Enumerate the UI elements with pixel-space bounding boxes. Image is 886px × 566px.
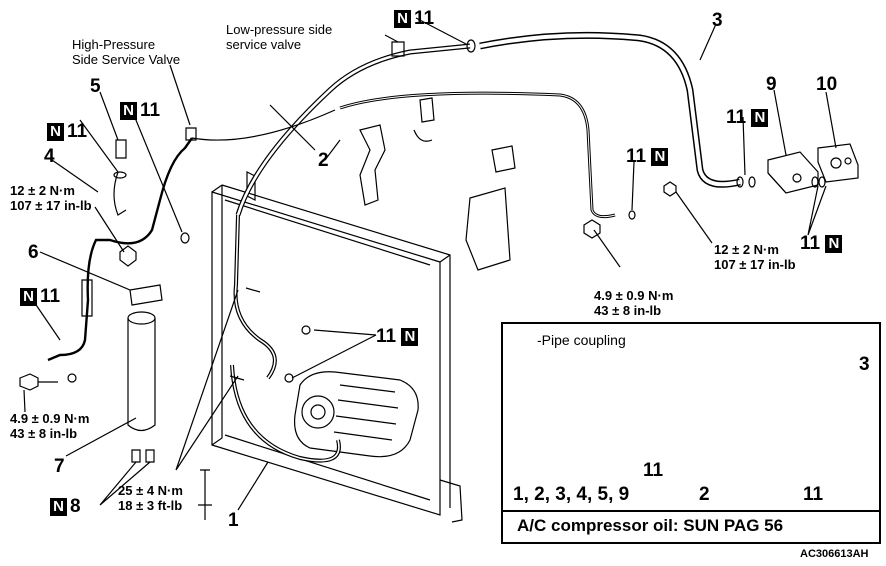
part-8-number: 8 xyxy=(70,496,81,517)
part-6-label: 6 xyxy=(28,242,39,263)
inset-part-11-a: 11 xyxy=(643,460,664,481)
part-2-label: 2 xyxy=(318,150,329,171)
inset-parts-list: 1, 2, 3, 4, 5, 9 xyxy=(513,484,630,505)
torque-spec-right: 12 ± 2 N·m 107 ± 17 in-lb xyxy=(714,242,796,273)
n11-number: 11 xyxy=(376,326,397,347)
n11-number: 11 xyxy=(414,8,435,29)
torque-spec-nm: 12 ± 2 N·m xyxy=(10,183,75,198)
torque-spec-nm: 12 ± 2 N·m xyxy=(714,242,779,257)
receiver-drier xyxy=(127,311,156,463)
part-7-label: 7 xyxy=(54,456,65,477)
n-marker: N xyxy=(47,122,64,141)
torque-spec-liquid-bolt: 4.9 ± 0.9 N·m 43 ± 8 in-lb xyxy=(594,288,674,319)
n-marker: N xyxy=(651,147,669,166)
torque-spec-ftlb: 18 ± 3 ft-lb xyxy=(118,497,183,513)
torque-spec-nm: 25 ± 4 N·m xyxy=(118,483,183,498)
torque-spec-inlb: 107 ± 17 in-lb xyxy=(10,197,92,213)
lp-valve-label-line1: Low-pressure side xyxy=(226,22,333,37)
part-4-label: 4 xyxy=(44,146,55,167)
n-marker: N xyxy=(50,497,67,516)
hp-valve-label: High-Pressure Side Service Valve xyxy=(72,37,181,68)
n-marker: N xyxy=(120,101,137,120)
lp-valve-label-line2: service valve xyxy=(226,36,302,52)
figure-code: AC306613AH xyxy=(800,548,869,560)
part-9-label: 9 xyxy=(766,74,777,95)
inset-part-3: 3 xyxy=(859,354,870,375)
torque-spec-drier-bolt: 4.9 ± 0.9 N·m 43 ± 8 in-lb xyxy=(10,411,90,442)
pipe-coupling-inset-box: -Pipe coupling 11 3 2 11 1, 2, 3, 4, 5, … xyxy=(501,322,881,544)
n11-number: 11 xyxy=(626,146,647,167)
lp-valve-label: Low-pressure side service valve xyxy=(226,22,333,53)
torque-spec-inlb: 43 ± 8 in-lb xyxy=(594,302,662,318)
torque-spec-inlb: 107 ± 17 in-lb xyxy=(714,256,796,272)
n-marker: N xyxy=(394,9,411,28)
n11-number: 11 xyxy=(40,286,61,307)
n11-callout-liquid: 11 N xyxy=(626,146,671,168)
pipe-coupling-legend: -Pipe coupling xyxy=(537,332,626,348)
n11-callout-hose3: 11 N xyxy=(726,107,771,129)
n11-number: 11 xyxy=(140,100,161,121)
n11-number: 11 xyxy=(800,233,821,254)
n11-callout-expansion: 11 N xyxy=(800,233,845,255)
part-10-label: 10 xyxy=(816,74,838,95)
hp-valve-label-line2: Side Service Valve xyxy=(72,51,181,67)
hp-valve-label-line1: High-Pressure xyxy=(72,37,156,52)
n11-number: 11 xyxy=(726,107,747,128)
n-marker: N xyxy=(825,234,843,253)
n-marker: N xyxy=(751,108,769,127)
torque-spec-left: 12 ± 2 N·m 107 ± 17 in-lb xyxy=(10,183,92,214)
n11-callout-compressor: 11 N xyxy=(376,326,421,348)
inset-part-2: 2 xyxy=(699,484,710,505)
n-marker: N xyxy=(20,287,37,306)
inset-part-11-b: 11 xyxy=(803,484,824,505)
evaporator-block xyxy=(817,143,859,183)
compressor-oil-note: A/C compressor oil: SUN PAG 56 xyxy=(503,510,879,542)
torque-spec-nm: 4.9 ± 0.9 N·m xyxy=(10,411,90,426)
expansion-valve xyxy=(767,151,819,194)
compressor xyxy=(293,371,419,458)
n-marker: N xyxy=(401,327,419,346)
part-5-label: 5 xyxy=(90,76,101,97)
condenser xyxy=(211,171,463,523)
torque-spec-nm: 4.9 ± 0.9 N·m xyxy=(594,288,674,303)
torque-spec-compressor: 25 ± 4 N·m 18 ± 3 ft-lb xyxy=(118,483,183,514)
torque-spec-inlb: 43 ± 8 in-lb xyxy=(10,425,78,441)
part-3-label: 3 xyxy=(712,10,723,31)
n11-number: 11 xyxy=(67,121,88,142)
part-1-label: 1 xyxy=(228,510,239,531)
